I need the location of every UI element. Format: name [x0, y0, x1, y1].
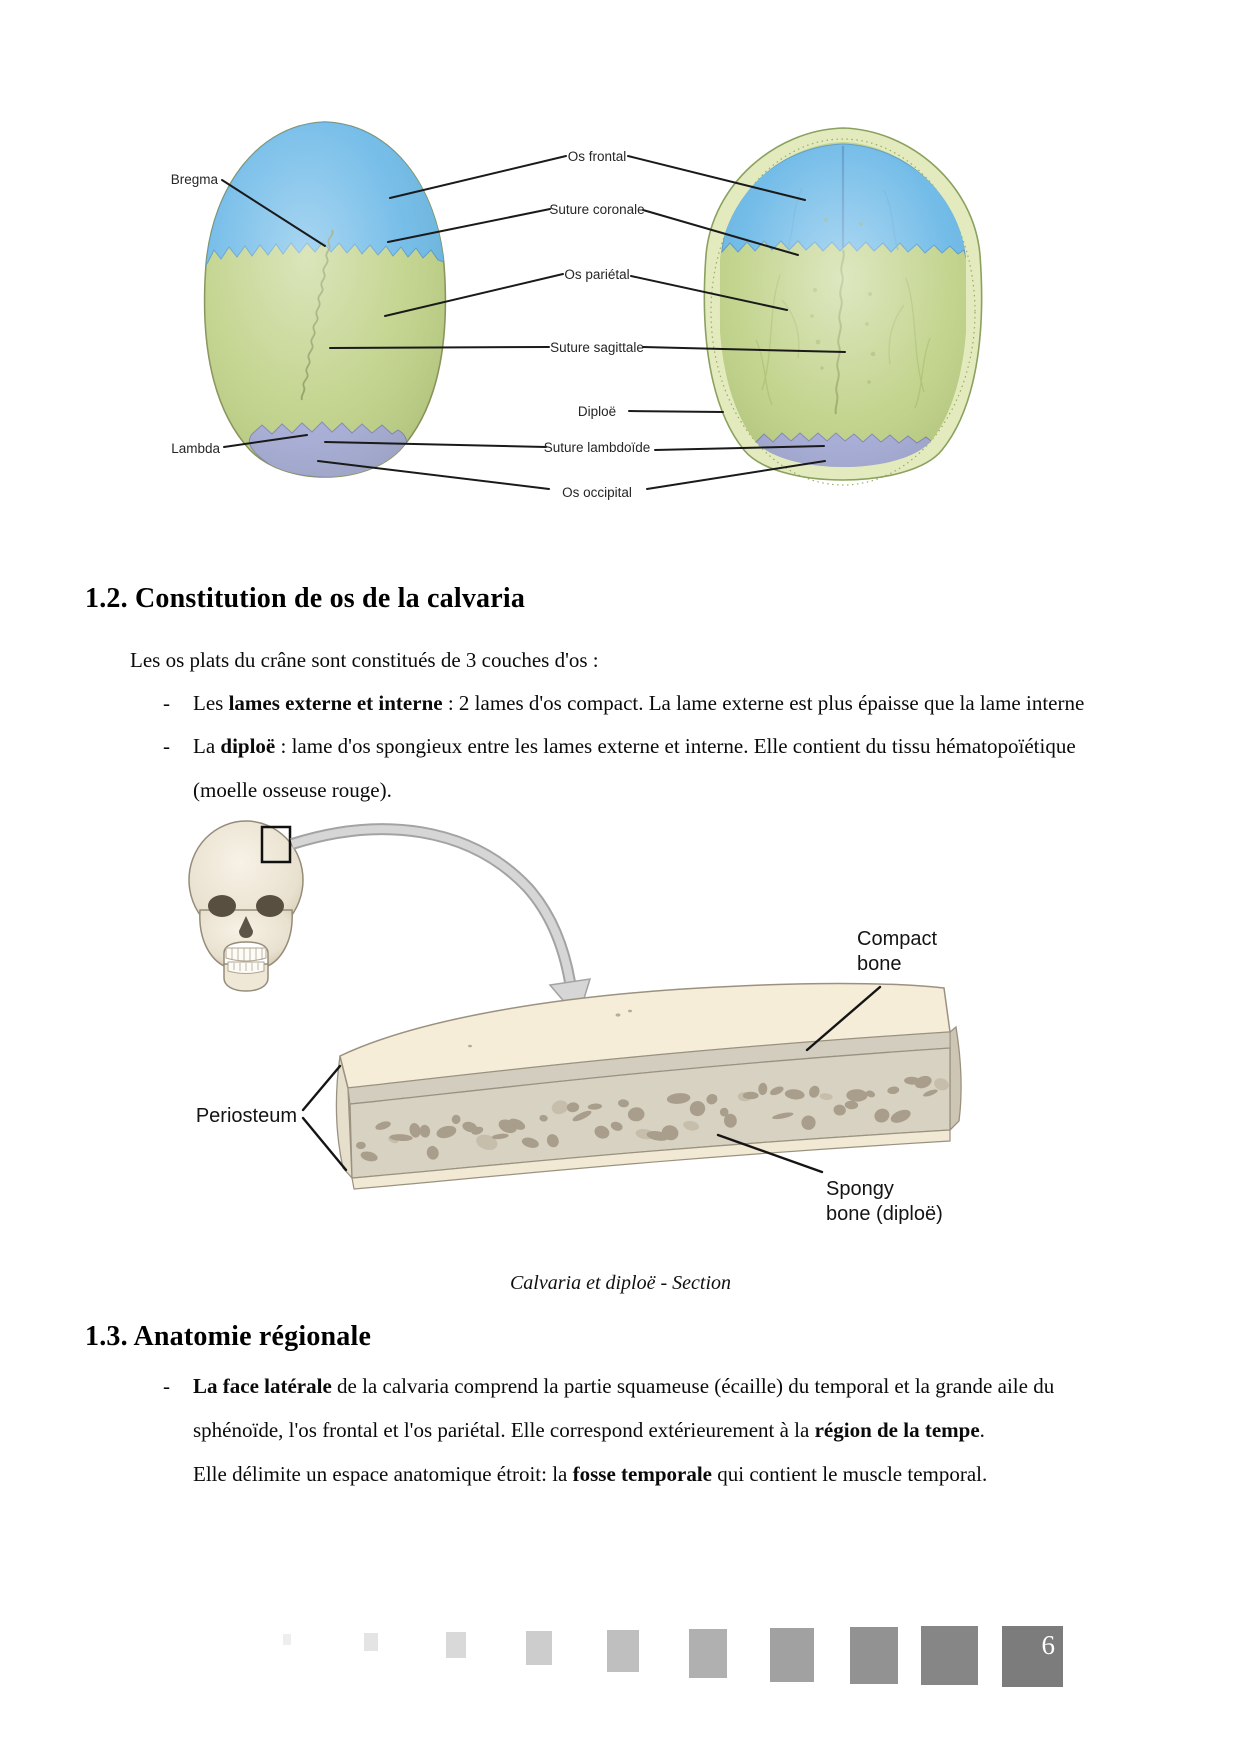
slab-right-face — [949, 1025, 962, 1132]
label-os-frontal: Os frontal — [568, 149, 627, 164]
bullet-dash: - — [163, 691, 170, 715]
nasal-aperture — [239, 916, 253, 938]
footer-square — [446, 1632, 466, 1658]
skull-external-view — [203, 121, 447, 478]
page-number: 6 — [1041, 1630, 1056, 1660]
zoom-arrow — [290, 823, 592, 1020]
bullet-lames: - Les lames externe et interne : 2 lames… — [0, 681, 1241, 725]
label-compact-bone-line1: Compact — [857, 928, 937, 950]
zoom-region-rectangle — [260, 825, 292, 864]
footer-square — [689, 1629, 727, 1678]
section-1-3-title: 1.3. Anatomie régionale — [85, 1321, 372, 1352]
label-spongy-bone-line2: bone (diploë) — [826, 1203, 943, 1225]
slab-left-edge — [335, 1055, 353, 1180]
eye-socket-right — [256, 895, 284, 917]
eye-socket-left — [208, 895, 236, 917]
footer-square — [921, 1626, 978, 1685]
bullet-face-laterale-text: La face latérale de la calvaria comprend… — [193, 1374, 1055, 1486]
footer-square — [526, 1631, 552, 1665]
teeth — [225, 947, 267, 974]
label-periosteum: Periosteum — [196, 1105, 297, 1127]
label-suture-lambdoide: Suture lambdoïde — [544, 440, 651, 455]
section-1-2-title: 1.2. Constitution de os de la calvaria — [85, 583, 526, 614]
figure2-leader-lines — [301, 985, 882, 1174]
footer-square — [283, 1634, 291, 1645]
label-suture-coronale: Suture coronale — [549, 202, 644, 217]
figure1-leader-lines — [221, 155, 846, 490]
bone-slab — [335, 982, 962, 1190]
label-os-parietal: Os pariétal — [564, 267, 629, 282]
bullet-dash: - — [163, 1374, 170, 1398]
footer-square — [850, 1627, 898, 1684]
label-spongy-bone-line1: Spongy — [826, 1178, 894, 1200]
label-lambda: Lambda — [171, 441, 220, 456]
bullet-diploe-text: La diploë : lame d'os spongieux entre le… — [193, 734, 1076, 802]
footer-square — [770, 1628, 814, 1682]
footer-square — [607, 1630, 639, 1672]
skull-internal-view — [703, 127, 983, 486]
footer-square-page: 6 — [1002, 1626, 1063, 1687]
inner-lamina-strip — [351, 1129, 951, 1190]
label-suture-sagittale: Suture sagittale — [550, 340, 644, 355]
inner-shading — [718, 142, 968, 467]
figure-calvaria-diploe-section: Periosteum Compact bone Spongy bone (dip… — [188, 820, 962, 1225]
spongy-bone-texture — [356, 1075, 949, 1162]
skull-anterior-view — [188, 820, 304, 992]
label-compact-bone-line2: bone — [857, 953, 902, 975]
bullet-face-laterale: - La face latérale de la calvaria compre… — [0, 1364, 1241, 1504]
ring-stipple-outer — [710, 138, 976, 486]
figure2-caption: Calvaria et diploë - Section — [509, 1272, 732, 1294]
footer-square — [364, 1633, 378, 1651]
label-os-occipital: Os occipital — [562, 485, 632, 500]
skull-shading — [204, 122, 446, 477]
label-bregma: Bregma — [171, 172, 219, 187]
label-diploe: Diploë — [578, 404, 616, 419]
figure-calvaria-sutures: Bregma Lambda Os frontal Suture coronale… — [171, 121, 983, 500]
bullet-diploe: - La diploë : lame d'os spongieux entre … — [0, 724, 1241, 816]
figure1-labels: Bregma Lambda Os frontal Suture coronale… — [171, 149, 651, 500]
top-face-specks — [468, 1009, 632, 1048]
bullet-dash: - — [163, 734, 170, 758]
spongy-bone-face — [350, 1048, 950, 1178]
intro-paragraph: Les os plats du crâne sont constitués de… — [130, 648, 599, 672]
bullet-lames-text: Les lames externe et interne : 2 lames d… — [193, 691, 1085, 715]
